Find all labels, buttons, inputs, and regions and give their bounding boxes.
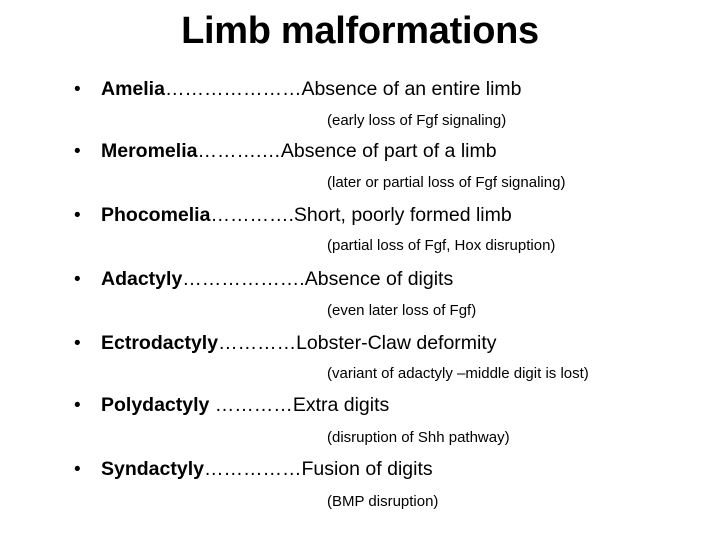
definition: Absence of an entire limb [301,78,522,100]
definition: Lobster-Claw deformity [296,332,497,354]
term: Syndactyly [101,458,204,480]
leader-dots: ………………… [164,78,302,100]
bullet-icon: • [74,79,81,100]
leader-dots: ……….… [197,140,281,162]
list-item-polydactyly: • Polydactyly …………Extra digits [74,394,714,424]
note-meromelia: (later or partial loss of Fgf signaling) [327,174,566,191]
bullet-icon: • [74,205,81,226]
list-item-syndactyly: • Syndactyly……………Fusion of digits [74,458,714,488]
term: Adactyly [101,268,183,290]
definition: Absence of part of a limb [280,140,497,162]
note-adactyly: (even later loss of Fgf) [327,302,477,319]
list-item-amelia: • Amelia…………………Absence of an entire limb [74,78,714,108]
definition: Absence of digits [304,268,454,290]
term: Phocomelia [101,204,211,226]
list-item-adactyly: • Adactyly……………….Absence of digits [74,268,714,298]
bullet-icon: • [74,459,81,480]
leader-dots: ………… [209,394,293,416]
list-item-ectrodactyly: • Ectrodactyly…………Lobster-Claw deformity [74,332,714,362]
list-item-phocomelia: • Phocomelia………….Short, poorly formed lim… [74,204,714,234]
note-polydactyly: (disruption of Shh pathway) [327,429,510,446]
definition: Fusion of digits [301,458,433,480]
term: Amelia [101,78,165,100]
definition: Extra digits [292,394,390,416]
list-item-meromelia: • Meromelia……….…Absence of part of a limb [74,140,714,170]
bullet-icon: • [74,333,81,354]
leader-dots: …………. [210,204,294,226]
note-ectrodactyly: (variant of adactyly –middle digit is lo… [327,365,589,382]
definition: Short, poorly formed limb [293,204,512,226]
bullet-icon: • [74,269,81,290]
bullet-icon: • [74,395,81,416]
note-amelia: (early loss of Fgf signaling) [327,112,507,129]
bullet-icon: • [74,141,81,162]
note-phocomelia: (partial loss of Fgf, Hox disruption) [327,237,556,254]
term: Meromelia [101,140,198,162]
term: Ectrodactyly [101,332,219,354]
slide-title: Limb malformations [181,10,539,52]
leader-dots: …………… [203,458,302,480]
term: Polydactyly [101,394,210,416]
leader-dots: ………………. [182,268,305,290]
note-syndactyly: (BMP disruption) [327,493,439,510]
leader-dots: ………… [218,332,297,354]
